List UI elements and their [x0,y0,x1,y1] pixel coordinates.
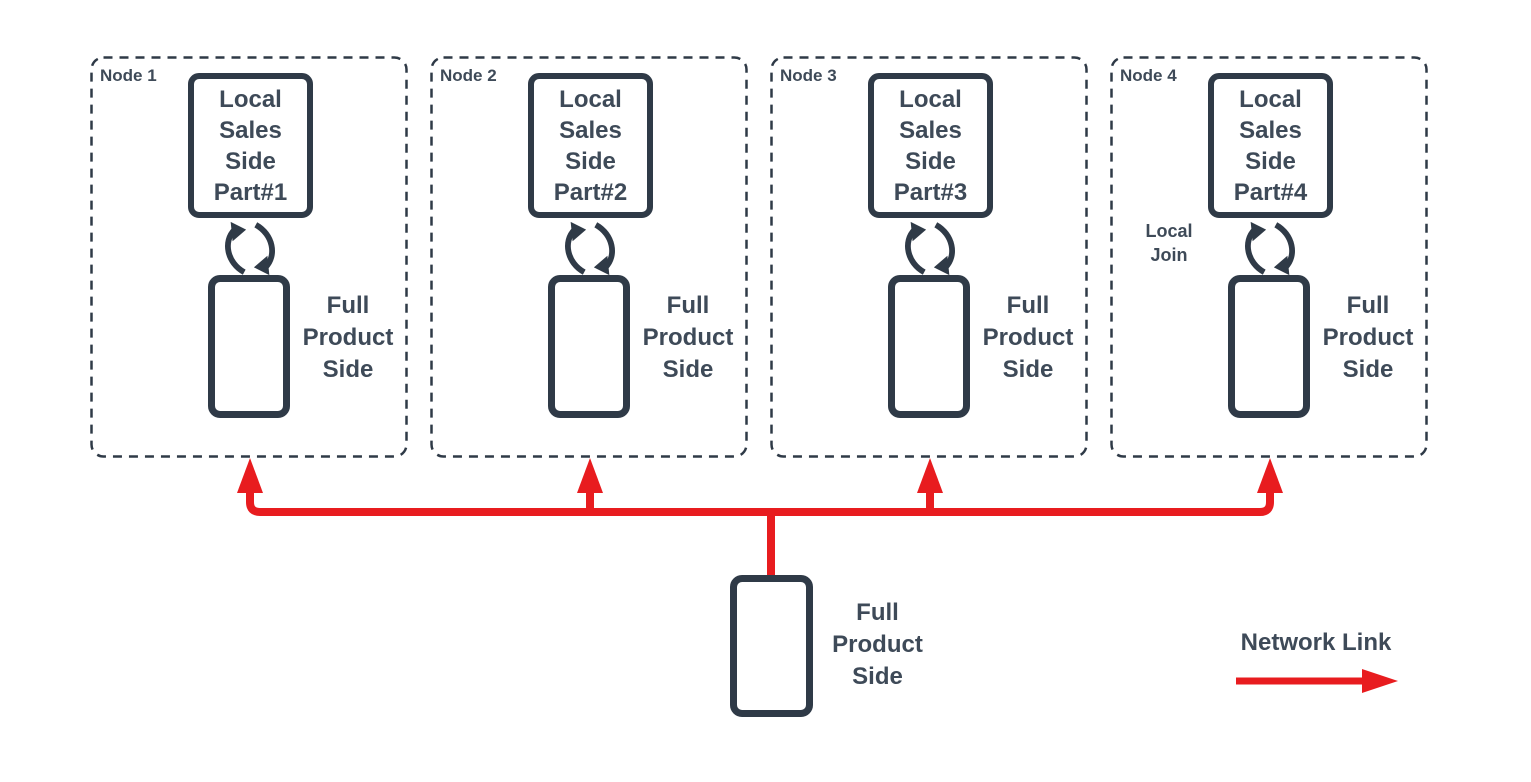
legend-label: Network Link [1240,629,1392,656]
sales-box-line: Sales [559,116,622,144]
sync-arrows-icon [561,221,619,276]
sales-box-line: Side [225,147,276,175]
node-title: Node 4 [1120,66,1177,85]
node-title: Node 2 [440,66,497,85]
full-product-label: Full Product Side [289,290,407,386]
network-arrowhead-node4 [1257,458,1283,493]
node-title: Node 1 [100,66,157,85]
product-label-line: Full [856,599,899,626]
full-product-box [208,275,290,418]
sales-box-line: Sales [1239,116,1302,144]
sales-box-line: Local [1239,85,1302,113]
sales-box-line: Side [1245,147,1296,175]
central-full-product-label: Full Product Side [815,597,940,693]
full-product-label: Full Product Side [969,290,1087,386]
sales-box-line: Sales [899,116,962,144]
node-2: Node 2 Local Sales Side Part#2 Full Prod… [430,56,748,458]
local-sales-box: Local Sales Side Part#2 [528,73,653,218]
full-product-label: Full Product Side [629,290,747,386]
network-arrowhead-node3 [917,458,943,493]
local-join-line: Local [1145,221,1193,241]
sales-box-line: Part#2 [553,178,628,206]
sync-arrows-icon [1241,221,1299,276]
product-label-line: Full [1006,292,1050,319]
network-link-arrow-icon [1236,669,1398,693]
product-label-line: Full [666,292,710,319]
product-label-line: Product [642,324,734,351]
sales-box-line: Part#3 [893,178,968,206]
network-bus-line [246,491,1274,516]
local-sales-box: Local Sales Side Part#1 [188,73,313,218]
sales-box-line: Local [559,85,622,113]
product-label-line: Product [832,631,923,658]
sales-box-line: Local [219,85,282,113]
product-label-line: Full [1346,292,1390,319]
local-sales-box: Local Sales Side Part#3 [868,73,993,218]
full-product-box [888,275,970,418]
sync-arrows-icon [221,221,279,276]
product-label-line: Side [662,356,714,383]
product-label-line: Full [326,292,370,319]
node-1: Node 1 Local Sales Side Part#1 Full Prod… [90,56,408,458]
local-sales-box: Local Sales Side Part#4 [1208,73,1333,218]
network-arrowhead-node2 [577,458,603,493]
sales-box-line: Side [565,147,616,175]
node-title: Node 3 [780,66,837,85]
node-4: Node 4 Local Sales Side Part#4 Local Joi… [1110,56,1428,458]
product-label-line: Product [302,324,394,351]
full-product-label: Full Product Side [1309,290,1427,386]
sales-box-line: Side [905,147,956,175]
node-3: Node 3 Local Sales Side Part#3 Full Prod… [770,56,1088,458]
product-label-line: Product [1322,324,1414,351]
local-join-label: Local Join [1121,219,1217,267]
sales-box-line: Part#4 [1233,178,1308,206]
product-label-line: Side [1342,356,1394,383]
full-product-box [548,275,630,418]
sales-box-line: Local [899,85,962,113]
full-product-box [1228,275,1310,418]
sync-arrows-icon [901,221,959,276]
sales-box-line: Part#1 [213,178,288,206]
product-label-line: Side [322,356,374,383]
network-arrowhead-node1 [237,458,263,493]
sales-box-line: Sales [219,116,282,144]
local-join-line: Join [1150,245,1188,265]
product-label-line: Product [982,324,1074,351]
product-label-line: Side [852,663,903,690]
central-full-product-box [730,575,813,717]
product-label-line: Side [1002,356,1054,383]
